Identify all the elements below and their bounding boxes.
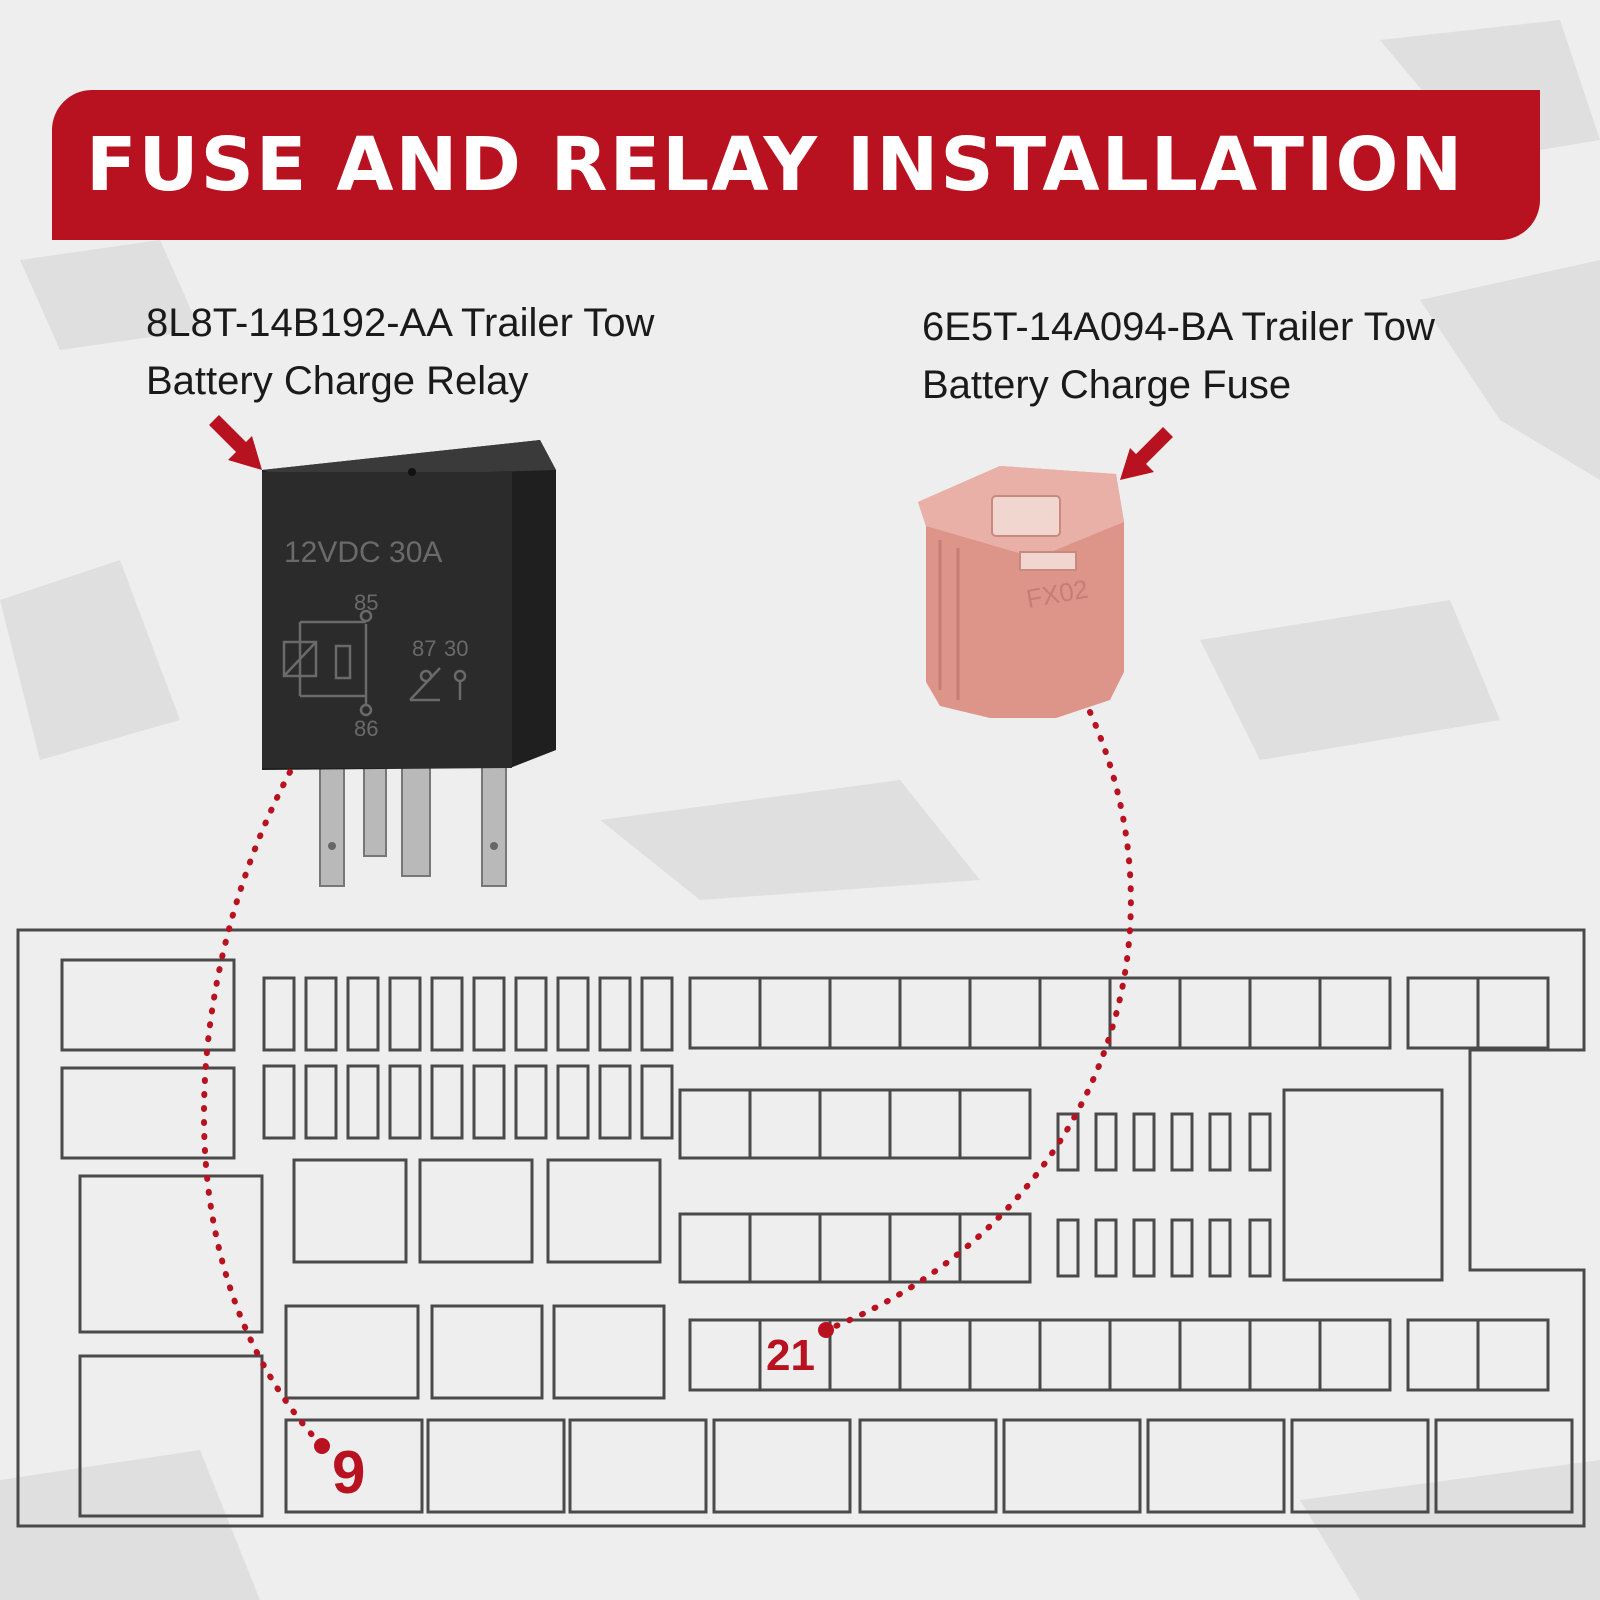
fuse-box-diagram xyxy=(16,928,1586,1528)
relay-sockets-bottom-row xyxy=(284,1418,1574,1514)
relay-pin-87: 87 xyxy=(412,636,436,661)
relay-sockets-middle xyxy=(284,1158,666,1400)
mini-fuse-slots-row1 xyxy=(262,976,674,1052)
fuse-label-line1: 6E5T-14A094-BA Trailer Tow xyxy=(922,305,1435,349)
relay-label: 8L8T-14B192-AA Trailer Tow Battery Charg… xyxy=(146,294,654,410)
relay-socket-large xyxy=(1282,1088,1444,1282)
title-banner: FUSE AND RELAY INSTALLATION xyxy=(52,90,1540,240)
relay-arrow-icon xyxy=(209,415,262,470)
relay-pin-86: 86 xyxy=(354,716,378,741)
fuse-position-number: 21 xyxy=(766,1331,815,1380)
page-title: FUSE AND RELAY INSTALLATION xyxy=(86,122,1465,208)
fuse-arrow-icon xyxy=(1120,427,1173,480)
fuse-slots-mid-upper xyxy=(678,1088,1032,1160)
relay-position-number: 9 xyxy=(332,1439,366,1506)
fuse-label: 6E5T-14A094-BA Trailer Tow Battery Charg… xyxy=(922,298,1435,414)
relay-target-dot xyxy=(314,1438,330,1454)
small-fuse-slots-upper xyxy=(1056,1112,1272,1172)
relay-component: 12VDC 30A 85 86 87 30 xyxy=(262,440,556,887)
fuse-slots-top-row xyxy=(688,976,1550,1050)
fuse-leader-line xyxy=(823,709,1134,1333)
fuse-target-dot xyxy=(818,1322,834,1338)
relay-label-line2: Battery Charge Relay xyxy=(146,359,529,403)
relay-pin-30: 30 xyxy=(444,636,468,661)
relay-pin-85: 85 xyxy=(354,590,378,615)
relay-leader-line xyxy=(201,769,325,1449)
fuse-slots-mid-lower xyxy=(678,1212,1032,1284)
relay-schematic-icon xyxy=(282,609,467,717)
fuse-slots-position-row xyxy=(688,1318,1550,1392)
fuse-component: FX02 xyxy=(918,466,1124,718)
relay-label-line1: 8L8T-14B192-AA Trailer Tow xyxy=(146,301,655,345)
fuse-label-line2: Battery Charge Fuse xyxy=(922,363,1292,407)
relay-terminals xyxy=(319,765,507,887)
relay-rating: 12VDC 30A xyxy=(284,536,442,569)
mini-fuse-slots-row2 xyxy=(262,1064,674,1140)
small-fuse-slots-lower xyxy=(1056,1218,1272,1278)
